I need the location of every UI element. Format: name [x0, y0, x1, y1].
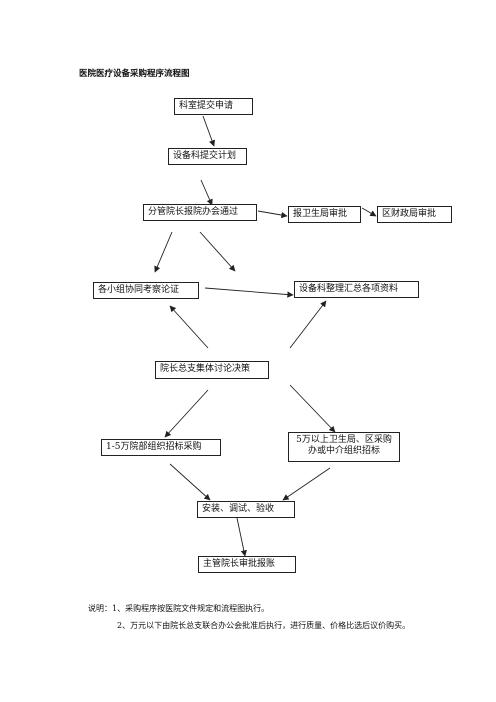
note-line-2: 2、万元以下由院长总支联合办公会批准后执行，进行质量、价格比选后议价购买。 [117, 621, 411, 630]
arrow-install-to-approve [236, 517, 247, 557]
box-finance-bureau: 区财政局审批 [377, 206, 452, 223]
box-vp-meeting: 分管院长报院办会通过 [143, 204, 257, 221]
box-install: 安装、调试、验收 [197, 501, 295, 518]
arrow-apply-to-plan [202, 115, 216, 147]
box-groups-review: 各小组协同考察论证 [93, 282, 199, 299]
box-dept-apply: 科室提交申请 [174, 98, 253, 115]
arrow-decide-to-small [164, 389, 209, 438]
box-small-purchase: 1-5万院部组织招标采购 [101, 439, 221, 456]
arrow-decide-to-summary [289, 300, 327, 349]
arrow-decide-to-groups [169, 305, 209, 349]
box-equip-plan: 设备科提交计划 [168, 148, 247, 165]
arrow-vp-to-groups [154, 231, 173, 273]
arrow-large-to-install [282, 467, 331, 501]
box-director-decide: 院长总支集体讨论决策 [155, 361, 269, 379]
box-equip-summary: 设备科整理汇总各项资料 [294, 281, 419, 298]
note-line-1: 说明：1、采购程序按医院文件规定和流程图执行。 [88, 604, 270, 613]
arrow-vp-down-right [199, 231, 236, 272]
arrow-groups-to-summary [204, 287, 294, 298]
box-large-purchase: 5万以上卫生局、区采购办或中介组织招标 [288, 432, 400, 462]
arrow-plan-to-vp [200, 179, 213, 206]
box-health-bureau: 报卫生局审批 [288, 206, 361, 223]
box-approve: 主管院长审批报账 [198, 556, 296, 573]
arrow-health-to-finance [361, 207, 377, 217]
arrow-decide-to-large [289, 384, 336, 433]
page-title: 医院医疗设备采购程序流程图 [79, 69, 190, 79]
arrow-vp-to-health [257, 210, 288, 219]
arrow-small-to-install [169, 463, 211, 501]
